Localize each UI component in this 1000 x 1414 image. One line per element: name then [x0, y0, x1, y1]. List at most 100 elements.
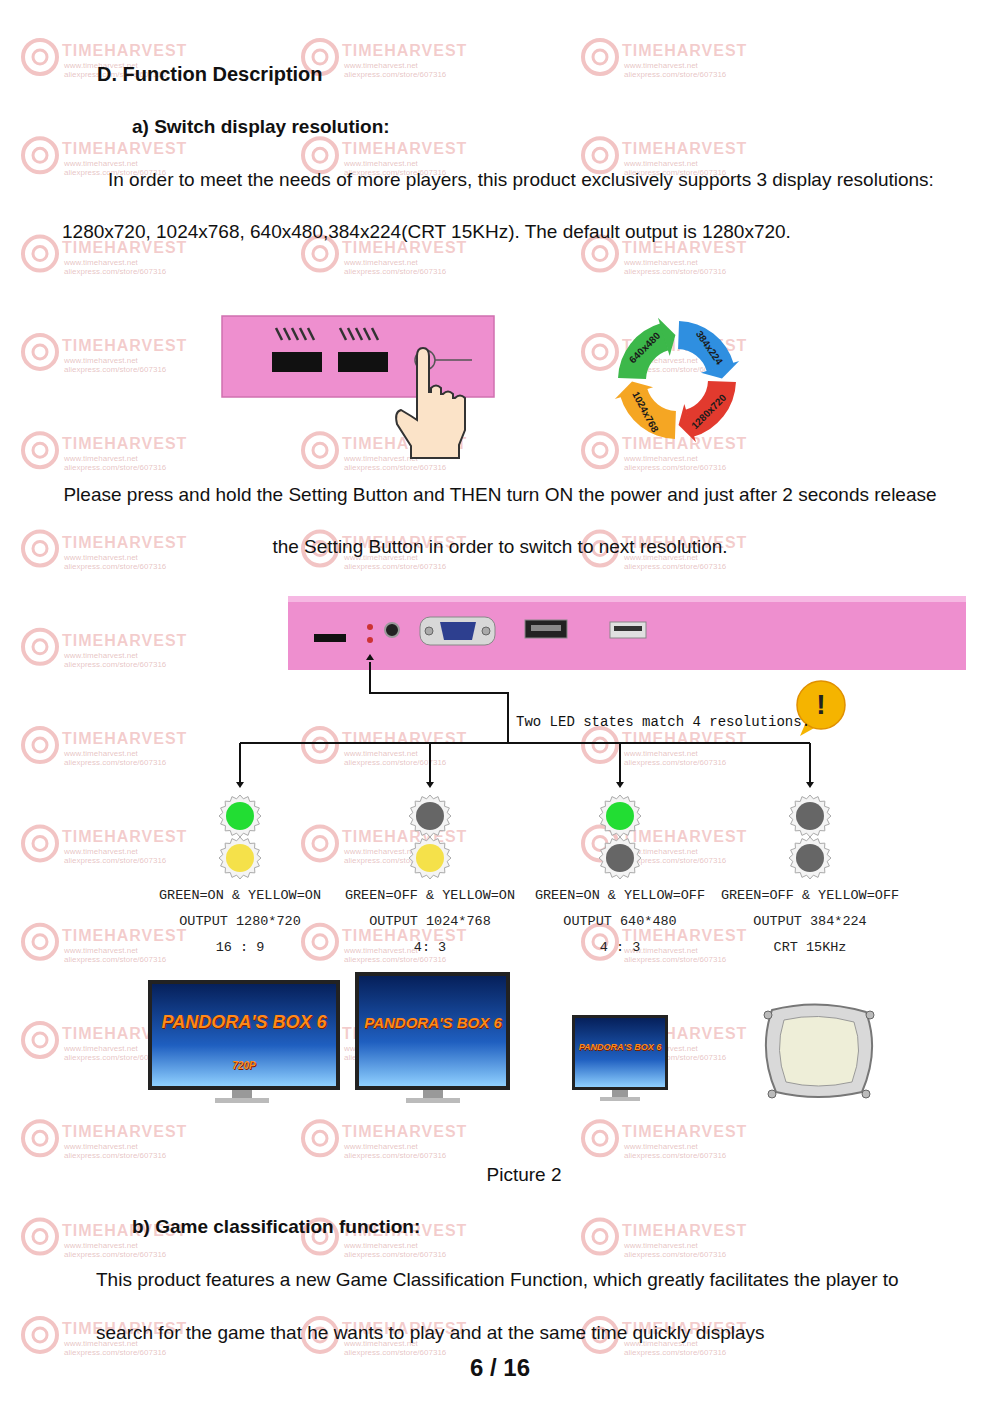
led [367, 637, 373, 643]
monitor-base [600, 1097, 640, 1101]
led-indicator [599, 837, 641, 879]
watermark-logo [23, 138, 57, 172]
watermark-url: aliexpress.com/store/607316 [624, 463, 844, 472]
led-glow [409, 837, 451, 879]
watermark-url: aliexpress.com/store/607316 [64, 758, 284, 767]
vga-port [420, 617, 495, 645]
watermark-url: www.timeharvest.net [64, 651, 284, 660]
watermark-url: aliexpress.com/store/607316 [64, 660, 284, 669]
monitor-bezel [148, 980, 340, 1090]
watermark-brand: TIMEHARVEST [342, 828, 562, 846]
warning-mark: ! [809, 688, 833, 722]
watermark-ring [583, 138, 617, 172]
watermark-url: aliexpress.com/store/607316 [344, 1250, 564, 1259]
led-pair [400, 790, 460, 883]
console-body [222, 316, 494, 397]
watermark-url: www.timeharvest.net [64, 159, 284, 168]
watermark-url: aliexpress.com/store/607316 [344, 955, 564, 964]
watermark-url: www.timeharvest.net [344, 749, 564, 758]
vga-screw [482, 627, 490, 635]
led-lamp [606, 802, 634, 830]
watermark-url: aliexpress.com/store/607316 [624, 70, 844, 79]
watermark-logo [23, 826, 57, 860]
watermark-url: www.timeharvest.net [344, 847, 564, 856]
watermark-ring [303, 826, 337, 860]
watermark-url: www.timeharvest.net [624, 454, 844, 463]
watermark-ring [33, 148, 47, 162]
led-state: GREEN=OFF & YELLOW=OFF [710, 883, 910, 909]
tree-line [240, 742, 810, 744]
watermark-brand: TIMEHARVEST [622, 42, 842, 60]
watermark-logo [303, 925, 337, 959]
watermark-url: aliexpress.com/store/607316 [344, 1151, 564, 1160]
tree-line [809, 743, 811, 782]
aspect-ratio: 16 : 9 [140, 935, 340, 961]
watermark-url: aliexpress.com/store/607316 [64, 955, 284, 964]
watermark-ring [313, 50, 327, 64]
monitor-base [406, 1098, 460, 1103]
watermark-ring [593, 247, 607, 261]
watermark-brand: TIMEHARVEST [62, 632, 282, 650]
vent [284, 328, 290, 340]
watermark-ring [33, 935, 47, 949]
resolution-label: 1280x720 [683, 386, 735, 438]
watermark-logo [23, 728, 57, 762]
watermark-ring [593, 50, 607, 64]
watermark-ring [583, 335, 617, 369]
watermark-ring [23, 40, 57, 74]
watermark-url: www.timeharvest.net [344, 159, 564, 168]
watermark-ring [23, 1023, 57, 1057]
resolution-label: 384x224 [686, 319, 732, 376]
arrowhead [426, 782, 434, 788]
led-state: GREEN=OFF & YELLOW=ON [330, 883, 530, 909]
usb-socket [614, 626, 642, 631]
arrowhead [366, 654, 374, 660]
vent [356, 328, 362, 340]
watermark-brand: TIMEHARVEST [62, 1123, 282, 1141]
pointing-hand [396, 348, 465, 458]
crt-mount [866, 1011, 874, 1019]
watermark-ring [33, 1230, 47, 1244]
hdmi-socket [531, 625, 561, 631]
led-indicator [789, 795, 831, 837]
led-indicator [409, 837, 451, 879]
watermark-ring [23, 237, 57, 271]
watermark-url: aliexpress.com/store/607316 [344, 70, 564, 79]
watermark-ring [23, 138, 57, 172]
watermark-logo [23, 335, 57, 369]
game-logo: PANDORA'S BOX 6 [152, 1012, 336, 1033]
watermark-logo [23, 1220, 57, 1254]
aspect-ratio: CRT 15KHz [710, 935, 910, 961]
arrowhead [236, 782, 244, 788]
watermark-brand: TIMEHARVEST [62, 534, 282, 552]
watermark-url: aliexpress.com/store/607316 [344, 1348, 564, 1357]
watermark-url: www.timeharvest.net [64, 749, 284, 758]
instruction-paragraph: Please press and hold the Setting Button… [62, 469, 938, 573]
section-heading: b) Game classification function: [132, 1215, 632, 1239]
watermark-ring [33, 50, 47, 64]
watermark-ring [23, 728, 57, 762]
vga-screw [425, 627, 433, 635]
watermark-ring [313, 1131, 327, 1145]
page-title: D. Function Description [97, 62, 323, 86]
watermark-url: www.timeharvest.net [344, 258, 564, 267]
monitor-1024 [355, 972, 510, 1103]
watermark-brand: TIMEHARVEST [62, 140, 282, 158]
watermark-ring [33, 1033, 47, 1047]
watermark-logo [583, 335, 617, 369]
watermark-url: aliexpress.com/store/607316 [344, 758, 564, 767]
aspect-ratio: 4: 3 [330, 935, 530, 961]
watermark-brand: TIMEHARVEST [622, 140, 842, 158]
watermark-ring [303, 138, 337, 172]
watermark-url: aliexpress.com/store/607316 [624, 1250, 844, 1259]
watermark-logo [23, 433, 57, 467]
monitor-stand [612, 1090, 628, 1097]
monitor-screen [152, 984, 336, 1086]
watermark-ring [593, 345, 607, 359]
watermark-url: www.timeharvest.net [64, 258, 284, 267]
watermark-ring [23, 335, 57, 369]
